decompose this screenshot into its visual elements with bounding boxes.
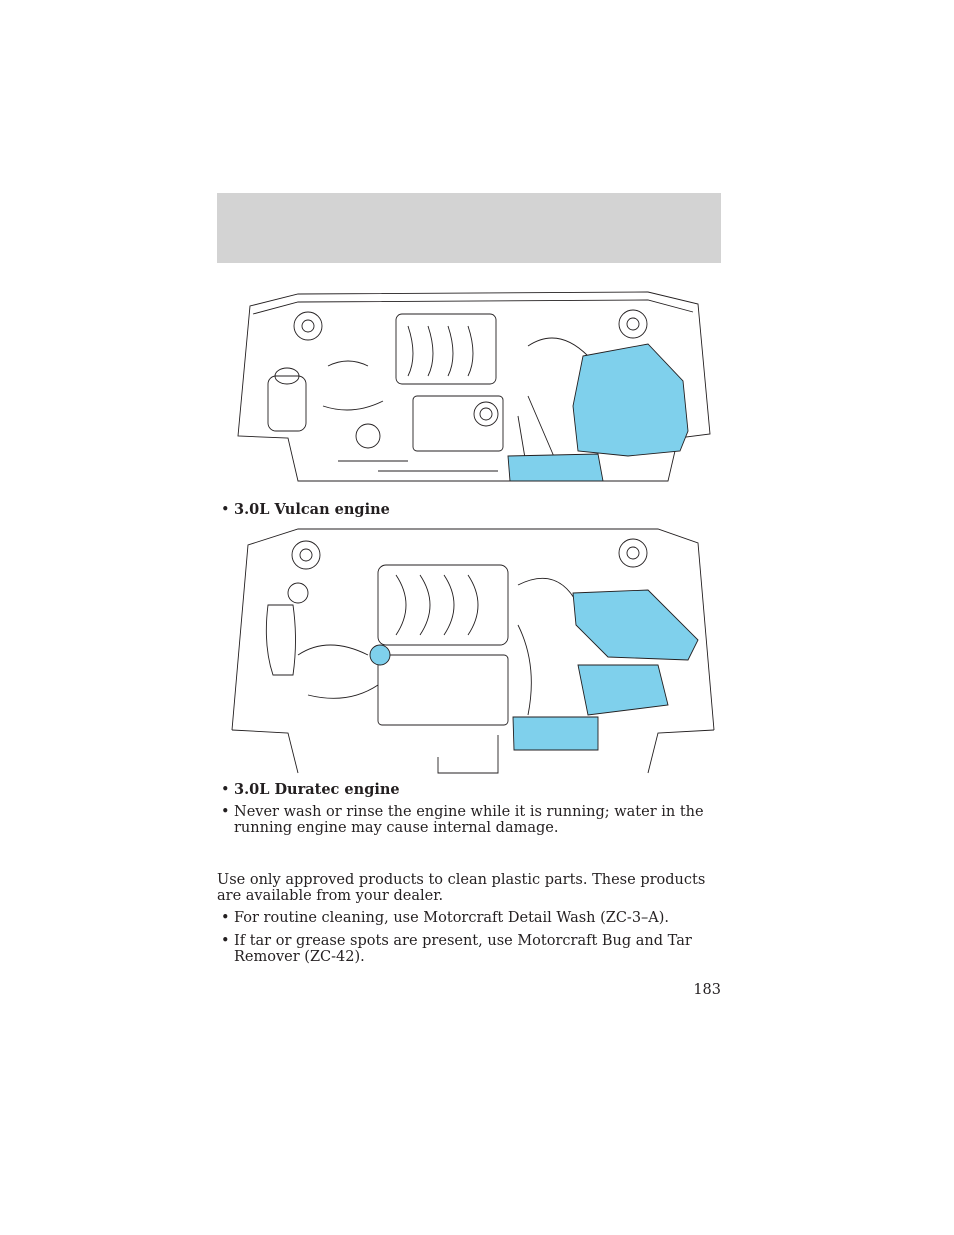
bullet-routine-cleaning: • For routine cleaning, use Motorcraft D… [217,910,717,926]
plastic-parts-paragraph: Use only approved products to clean plas… [217,872,706,904]
battery-highlight [507,453,604,482]
bullet-text: Never wash or rinse the engine while it … [234,804,704,836]
duratec-engine-illustration [228,525,718,775]
bullet-glyph: • [221,502,230,518]
section-header-band [217,193,721,263]
vulcan-engine-illustration [228,286,718,484]
fuse-box-highlight [512,716,599,751]
bullet-text: For routine cleaning, use Motorcraft Det… [234,910,670,926]
bullet-glyph: • [221,910,230,926]
bullet-text: If tar or grease spots are present, use … [234,933,692,965]
caption-vulcan: • 3.0L Vulcan engine [217,501,717,519]
bullet-glyph: • [221,804,230,820]
air-cleaner-highlight [572,343,689,457]
bullet-tar-grease: • If tar or grease spots are present, us… [217,933,717,965]
page-number: 183 [693,982,721,998]
bullet-glyph: • [221,933,230,949]
caption-text: 3.0L Duratec engine [234,781,400,798]
bullet-warning: • Never wash or rinse the engine while i… [217,804,717,836]
air-cleaner-highlight [572,589,699,661]
caption-text: 3.0L Vulcan engine [234,501,390,518]
battery-highlight [577,664,669,716]
caption-duratec: • 3.0L Duratec engine [217,781,717,799]
bullet-glyph: • [221,782,230,798]
